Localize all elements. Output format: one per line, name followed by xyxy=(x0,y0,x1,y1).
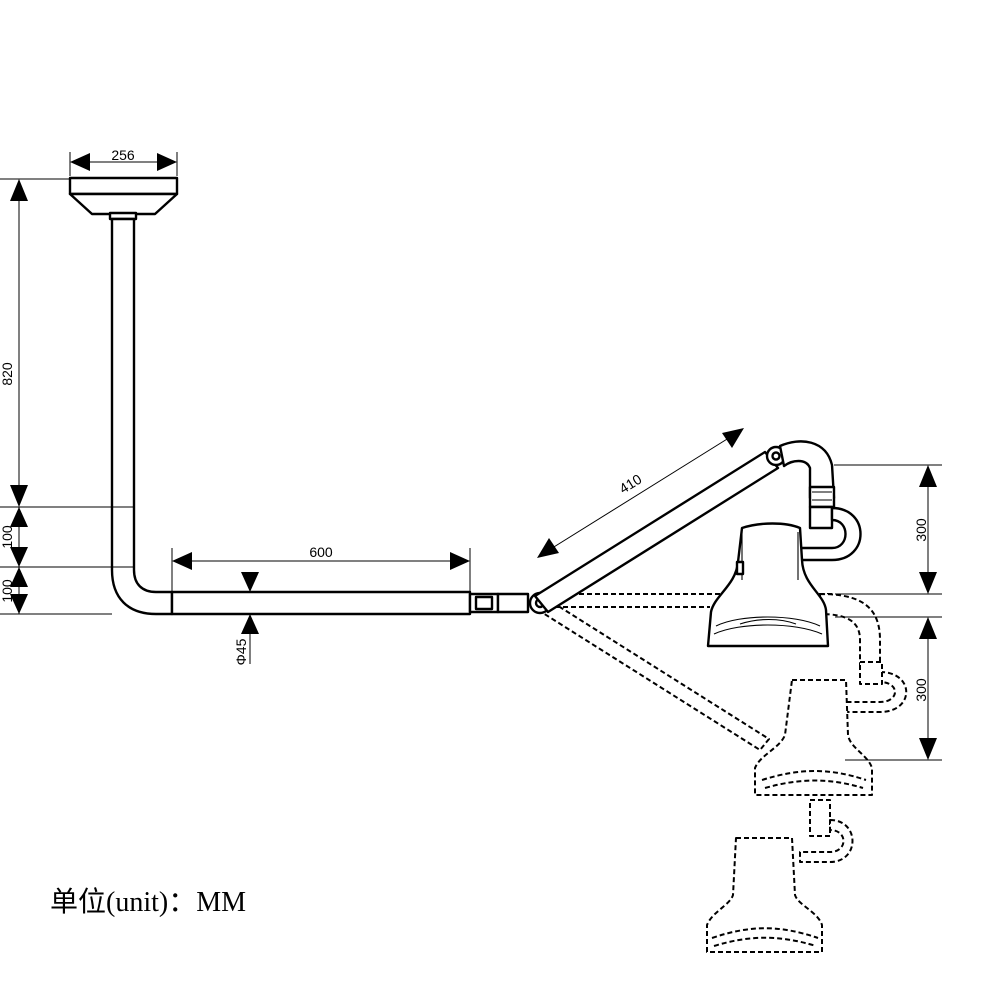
dim-600 xyxy=(172,552,470,570)
angled-arm xyxy=(533,440,862,614)
dim-820 xyxy=(10,179,28,507)
dim-410 xyxy=(537,428,744,558)
dim-text-diameter: Φ45 xyxy=(233,638,249,665)
dim-300-lower xyxy=(919,617,937,760)
dim-text-100-lower: 100 xyxy=(0,579,15,603)
dim-256 xyxy=(70,153,177,171)
lamp-head-ghost-3 xyxy=(706,837,823,953)
dim-text-300-upper: 300 xyxy=(913,518,929,542)
dim-text-820: 820 xyxy=(0,362,15,386)
dim-300-upper xyxy=(919,465,937,594)
alternate-positions-dashed xyxy=(534,593,908,953)
dim-diameter xyxy=(241,572,259,634)
unit-label: 单位(unit)：MM xyxy=(50,887,247,918)
ceiling-mount xyxy=(68,176,179,221)
lamp-head xyxy=(706,522,830,648)
dim-text-300-lower: 300 xyxy=(913,678,929,702)
dim-text-600: 600 xyxy=(309,544,333,560)
elbow-ghost-1 xyxy=(819,593,881,669)
main-pole xyxy=(110,217,174,616)
dim-100-lower xyxy=(10,567,28,614)
dim-text-256: 256 xyxy=(111,147,135,163)
dim-text-100-upper: 100 xyxy=(0,525,15,549)
lamp-head-ghost-2 xyxy=(754,679,873,863)
dim-100-upper xyxy=(10,507,28,567)
horizontal-arm xyxy=(170,590,552,616)
